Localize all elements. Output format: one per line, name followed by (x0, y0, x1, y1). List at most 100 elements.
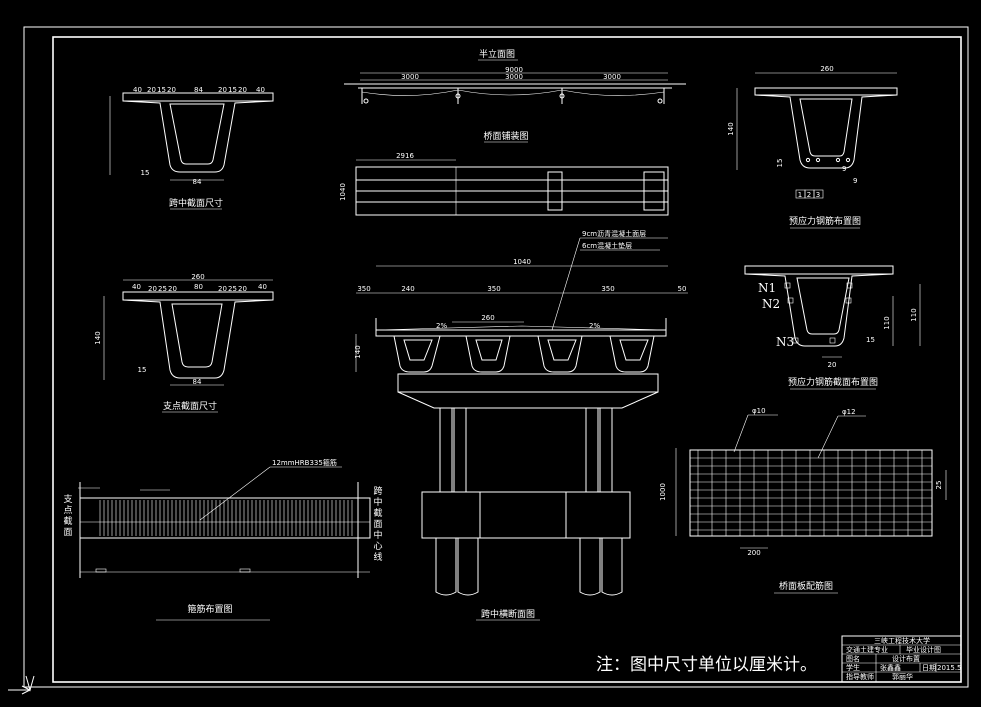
svg-text:80: 80 (194, 283, 203, 291)
cross-dim-height: 140 (354, 345, 362, 358)
midspan-cross-section-view: 9cm沥青混凝土面层 6cm混凝土垫层 1040 350 240 350 350… (354, 229, 688, 621)
svg-text:20: 20 (168, 285, 177, 293)
deck-rebar-view: φ10 φ12 1000 200 25 桥面板配筋图 (659, 407, 947, 594)
tendon-label-n3: N3 (776, 335, 794, 349)
cross-dim-mid: 260 (481, 314, 494, 322)
tendon-id-2: 2 (807, 191, 811, 199)
rebar-dim-height: 1000 (659, 483, 667, 501)
tendon-layout-view: 260 140 15 9 9 1 2 3 预应力钢筋布置图 (727, 65, 898, 229)
svg-text:20: 20 (147, 86, 156, 94)
cross-slope-left: 2% (436, 322, 447, 330)
rebar-callout-phi12: φ12 (842, 408, 856, 416)
rebar-grid (689, 449, 933, 537)
tb-advisor-label: 指导教师 (846, 672, 874, 681)
vertical-label-char: 线 (373, 551, 382, 563)
svg-text:350: 350 (487, 285, 500, 293)
svg-text:350: 350 (357, 285, 370, 293)
rebar-callout-phi10: φ10 (752, 407, 766, 415)
vertical-label-char: 跨 (373, 486, 382, 497)
tb-name-value: 设计布置 (892, 654, 920, 663)
svg-text:20: 20 (218, 86, 227, 94)
support-dim-total: 260 (191, 273, 204, 281)
cross-top-dims: 350 240 350 350 50 (357, 285, 686, 293)
stirrup-bars (99, 500, 353, 536)
svg-text:15: 15 (228, 86, 237, 94)
vertical-label-char: 中 (373, 529, 382, 541)
svg-text:25: 25 (158, 285, 167, 293)
tendon-dim-height: 140 (727, 122, 735, 135)
svg-text:50: 50 (678, 285, 687, 293)
tb-date-label: 日期 (922, 664, 936, 672)
tendon-sec-dim-b: 20 (828, 361, 837, 369)
tendon-section-title: 预应力钢筋截面布置图 (788, 376, 878, 388)
svg-text:40: 40 (133, 86, 142, 94)
svg-text:20: 20 (148, 285, 157, 293)
outer-frame (23, 26, 969, 688)
support-top-dims: 40 20 25 20 80 20 25 20 40 (132, 283, 267, 293)
vertical-label-char: 截 (63, 515, 72, 527)
elev-dim-right: 3000 (603, 73, 621, 81)
half-elevation-view: 半立面图 9000 3000 3000 3000 (344, 48, 686, 104)
cross-slope-right: 2% (589, 322, 600, 330)
title-block: 三峡工程技术大学 交通土建专业 毕业设计图 图名 设计布置 学生 张鑫鑫 日期 … (841, 635, 962, 683)
midspan-dim-side: 15 (141, 169, 150, 177)
svg-text:20: 20 (238, 285, 247, 293)
rebar-dim-right: 25 (935, 481, 943, 490)
midspan-dim-bottom: 84 (193, 178, 202, 186)
cross-dim-total: 1040 (513, 258, 531, 266)
bearing-plan-title: 桥面铺装图 (483, 130, 528, 142)
inner-frame (52, 36, 962, 683)
tendon-section-view: N1 N2 N3 110 110 15 20 预应力钢筋截面布置图 (744, 265, 921, 390)
tb-major: 交通土建专业 (846, 645, 888, 654)
stirrup-callout: 12mmHRB335箍筋 (272, 458, 337, 467)
tb-advisor-value: 郭丽华 (892, 672, 913, 681)
stirrup-layout-title: 箍筋布置图 (187, 603, 232, 615)
tendon-dim-c: 9 (853, 177, 857, 185)
elev-dim-total: 9000 (505, 66, 523, 74)
support-dim-side: 15 (138, 366, 147, 374)
elev-dim-left: 3000 (401, 73, 419, 81)
support-dim-height: 140 (94, 331, 102, 344)
svg-text:40: 40 (132, 283, 141, 291)
tb-student-label: 学生 (846, 663, 860, 672)
box-girders (393, 335, 655, 373)
bearing-plan-view: 桥面铺装图 2916 1040 (339, 130, 669, 216)
ucs-axis-icon (8, 675, 35, 695)
tendon-label-n2: N2 (762, 297, 780, 311)
plan-dim-length: 2916 (396, 152, 414, 160)
units-note: 注：图中尺寸单位以厘米计。 (596, 655, 817, 675)
callout-asphalt-layer: 9cm沥青混凝土面层 (582, 229, 646, 238)
midspan-section-view: 40 20 15 20 84 20 15 20 40 84 15 跨中截面尺寸 (109, 86, 274, 210)
svg-text:40: 40 (258, 283, 267, 291)
svg-text:15: 15 (157, 86, 166, 94)
vertical-label-char: 面 (63, 527, 72, 538)
vertical-label-char: 点 (63, 505, 72, 516)
tendon-label-n1: N1 (758, 281, 776, 295)
tendon-dim-a: 9 (842, 165, 846, 173)
deck-rebar-title: 桥面板配筋图 (779, 580, 833, 592)
elev-dim-mid: 3000 (505, 73, 523, 81)
vertical-label-char: 面 (373, 519, 382, 530)
cross-section-title: 跨中横断面图 (481, 608, 535, 620)
half-elevation-title: 半立面图 (479, 48, 515, 60)
tb-date-value: 2015.5 (937, 664, 962, 672)
tb-name-label: 图名 (846, 654, 860, 663)
svg-text:20: 20 (238, 86, 247, 94)
tendon-dim-b: 15 (776, 159, 784, 168)
svg-text:25: 25 (228, 285, 237, 293)
tendon-sec-dim-h2: 110 (883, 316, 891, 329)
svg-text:40: 40 (256, 86, 265, 94)
svg-text:84: 84 (194, 86, 203, 94)
tendon-sec-dim-c: 15 (866, 336, 875, 344)
support-dim-bottom: 84 (193, 378, 202, 386)
plan-dim-height: 1040 (339, 183, 347, 201)
tendon-id-3: 3 (816, 191, 820, 199)
svg-text:240: 240 (401, 285, 414, 293)
support-section-title: 支点截面尺寸 (163, 400, 217, 412)
tendon-id-1: 1 (798, 191, 802, 199)
vertical-label-char: 心 (373, 541, 382, 552)
vertical-label-char: 中 (373, 496, 382, 508)
